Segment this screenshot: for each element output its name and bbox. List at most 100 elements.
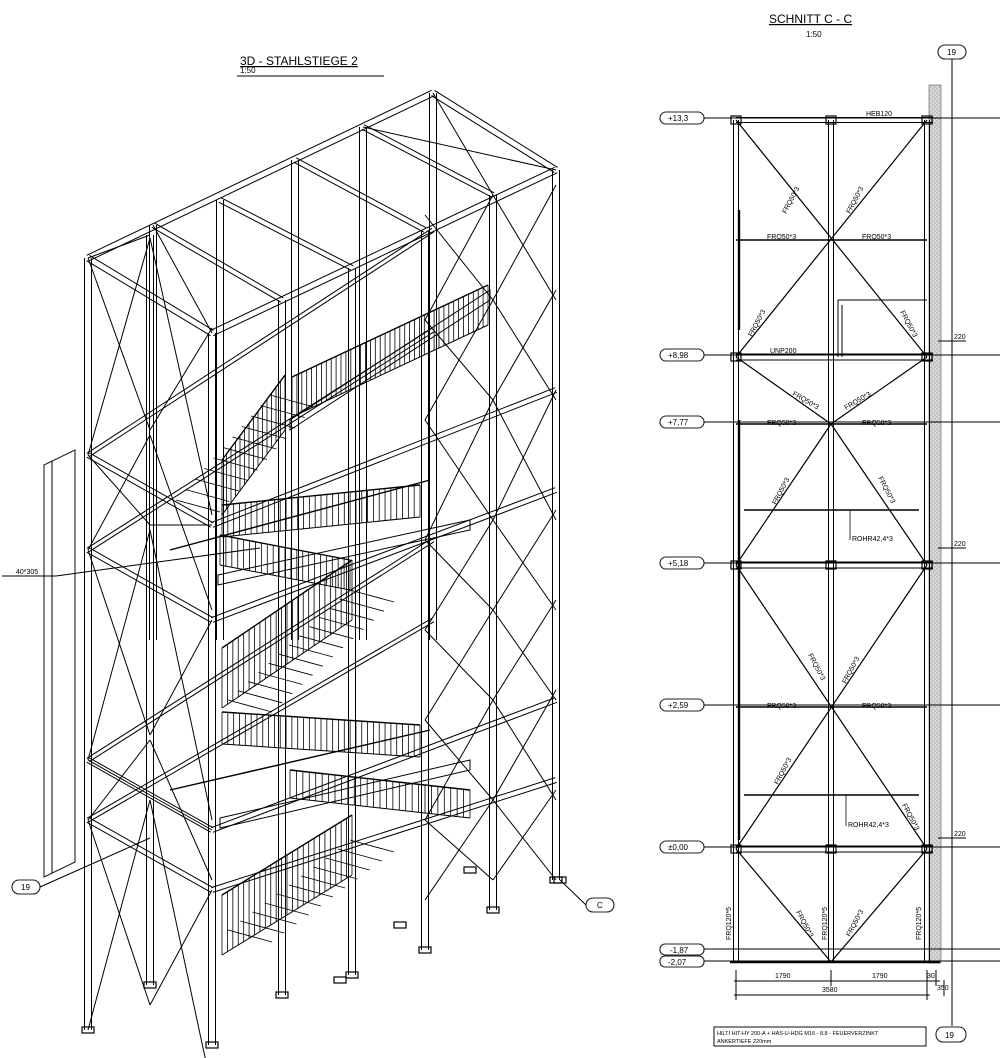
label-diag-3: FRQ50*3: [748, 309, 768, 338]
section-diag: [735, 119, 928, 358]
top-brace: [152, 224, 213, 334]
elevation-13-3: +13,3: [659, 111, 1000, 125]
stair-flight-3-tread: [276, 893, 321, 907]
section-diag: [735, 564, 928, 850]
level-9-beam-front: [212, 391, 558, 528]
svg-text:19: 19: [945, 1031, 954, 1040]
label-frq-l3: FRQ50*3: [767, 703, 796, 710]
elevation-0-00: ±0,00: [659, 840, 1000, 854]
base-plate: [143, 981, 157, 989]
grid-marker-19-bottom: [935, 1026, 967, 1043]
svg-text:19: 19: [21, 883, 30, 892]
note-line-2: ANKERTIEFE 220mm: [717, 1039, 772, 1045]
callout-text: 40*305: [16, 569, 38, 576]
railing-flight-2: [221, 559, 353, 709]
section-diag: [830, 423, 928, 566]
level-5-beam-back: [88, 331, 435, 553]
section-joint-plate: [921, 352, 933, 362]
stair-flight-1-tread: [185, 489, 230, 502]
base-plate: [345, 971, 359, 979]
section-joint-plate: [921, 560, 933, 570]
stair-flight-2-tread: [278, 653, 323, 667]
anchor-dims: 220 220 220: [938, 334, 966, 839]
dim-220-2: 220: [954, 541, 966, 548]
brace-left-face: [87, 819, 151, 1006]
stair-flight-1-tread: [213, 457, 258, 471]
stair-flight-1-tread: [204, 468, 249, 481]
stair-flight-3-tread: [349, 839, 395, 853]
top-crossbeam-1: [154, 222, 284, 299]
isometric-scale: 1:50: [240, 66, 256, 75]
level-0-beam-back: [86, 617, 433, 819]
brace-right-face: [492, 519, 557, 611]
level-0-beam-left: [88, 817, 214, 889]
stair-flight-2: [227, 589, 395, 713]
elevation-7-77: +7,77: [659, 415, 1000, 429]
label-col-1: FRQ120*5: [726, 907, 733, 940]
dim-220-3: 220: [954, 831, 966, 838]
brace-left-face: [87, 454, 151, 526]
brace-left-face-2: [149, 529, 213, 821]
brace-left-face-2: [149, 434, 213, 611]
stair-flight-3-tread: [227, 929, 273, 943]
member-labels: HEB120 FRQ50*3 FRQ50*3 FRQ50*3 FRQ50*3 F…: [726, 111, 923, 940]
label-heb120: HEB120: [866, 111, 892, 118]
stair-flight-2-tread: [329, 607, 374, 621]
top-crossbeam-2: [220, 197, 354, 267]
section-joint-plate: [825, 844, 837, 854]
top-beam-front: [210, 166, 555, 331]
brace-left-face: [87, 237, 151, 456]
top-beam-right: [431, 95, 555, 173]
top-brace: [87, 234, 151, 259]
handrail-diagonal: [169, 479, 431, 551]
base-plate: [333, 976, 347, 984]
dim-1790-right: 1790: [872, 973, 888, 980]
svg-text:+5,18: +5,18: [668, 559, 689, 568]
label-frq-r2: FRQ50*3: [862, 420, 891, 427]
level-2-beam-back: [86, 537, 433, 759]
brace-left-face-2: [149, 799, 206, 1058]
brace-left-face-2: [149, 889, 213, 1006]
label-frq-r3: FRQ50*3: [862, 703, 891, 710]
label-col-3: FRQ120*5: [916, 907, 923, 940]
svg-text:+7,77: +7,77: [668, 418, 689, 427]
stair-flight-2-tread: [339, 598, 384, 612]
stair-flight-3-tread: [288, 884, 334, 898]
stair-flight-2-tread: [288, 644, 334, 658]
stair-flight-3-tread: [313, 866, 358, 880]
brace-left-face: [87, 739, 151, 821]
svg-text:+8,98: +8,98: [668, 351, 689, 360]
railing-landing-lower-front: [289, 769, 471, 819]
label-diag-12: FRQ50*3: [900, 803, 920, 832]
top-brace: [432, 92, 494, 196]
stair-flight-2-tread: [248, 681, 293, 695]
top-beam-left: [89, 255, 214, 331]
svg-text:+2,59: +2,59: [668, 701, 689, 710]
brace-left-face: [87, 529, 151, 761]
steel-structure: [81, 89, 567, 1058]
brace-left-face: [87, 759, 151, 796]
brace-right-face: [492, 699, 557, 801]
railing-landing-upper: [221, 484, 421, 538]
brace-right-face-2: [424, 399, 494, 541]
section-joint-plate: [730, 560, 742, 570]
brace-right-face-2: [424, 299, 494, 421]
base-plate: [463, 866, 477, 874]
note-line-1: HILTI HIT-HY 200-A + HAS-U-HDG M16 - 8.8…: [717, 1031, 879, 1037]
stair-flight-1: [175, 394, 315, 513]
brace-left-face-2: [149, 739, 213, 881]
section-marker-c: C: [559, 879, 615, 913]
section-diag: [735, 356, 832, 425]
base-plate: [418, 946, 432, 954]
stair-flight-1-tread: [232, 436, 277, 450]
railing-top-landing: [291, 284, 489, 418]
railing-flight-3: [221, 814, 353, 956]
callout-40x305: 40*305: [2, 547, 261, 577]
dim-30: 30: [927, 973, 935, 980]
top-crossbeam-3: [295, 157, 427, 229]
label-diag-1: FRQ50*3: [782, 186, 802, 215]
railing-landing-upper-front: [219, 534, 351, 591]
wall-slab: [43, 449, 76, 878]
level-9-beam-back: [88, 231, 435, 458]
stair-flight-1-tread: [260, 405, 305, 418]
